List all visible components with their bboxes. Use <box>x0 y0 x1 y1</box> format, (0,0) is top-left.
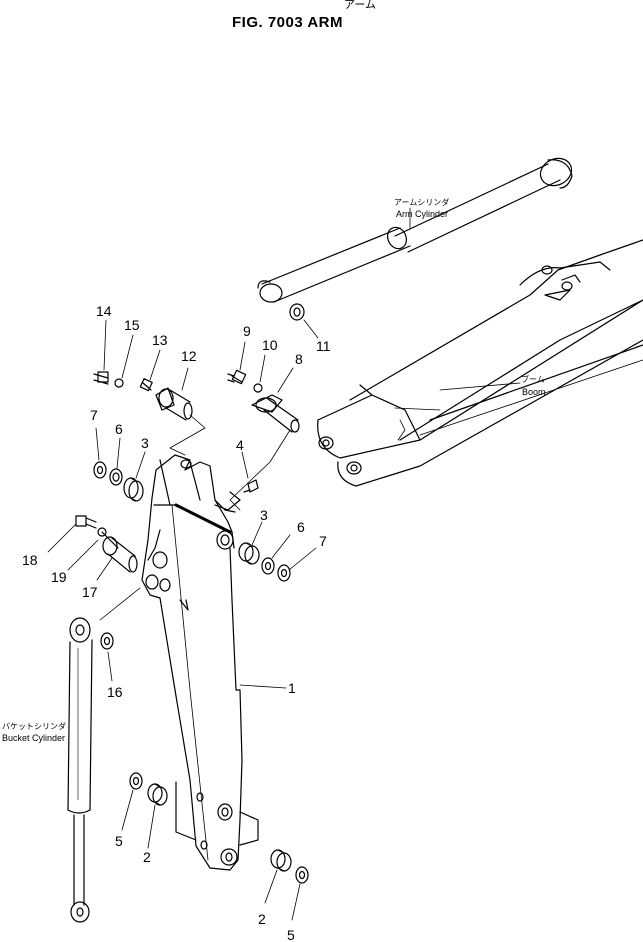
left-bushings <box>94 462 143 501</box>
arm-body <box>142 455 258 870</box>
callout-5: 5 <box>287 927 295 942</box>
callout-16: 16 <box>107 684 123 700</box>
callout-9: 9 <box>243 323 251 339</box>
callout-14: 14 <box>96 303 112 319</box>
callout-18: 18 <box>22 552 38 568</box>
grease-fitting-4 <box>244 480 258 492</box>
callout-11: 11 <box>316 338 331 354</box>
callout-13: 13 <box>152 332 168 348</box>
callout-19: 19 <box>51 569 67 585</box>
bottom-left-bushings <box>130 773 167 805</box>
bucket-cylinder-label-en: Bucket Cylinder <box>2 733 66 743</box>
callout-2: 2 <box>258 911 266 927</box>
washer-16 <box>101 633 113 649</box>
figure-title-jp: アーム <box>344 0 377 11</box>
callout-7: 7 <box>90 407 98 423</box>
callout-5: 5 <box>115 833 123 849</box>
callout-1: 1 <box>288 680 296 696</box>
callout-7: 7 <box>319 533 327 549</box>
right-bushings <box>239 543 290 581</box>
arm-cylinder-label-jp: アームシリンダ <box>394 198 450 207</box>
figure-title: FIG. 7003 ARM <box>232 14 343 31</box>
callout-15: 15 <box>124 317 140 333</box>
callout-6: 6 <box>297 519 305 535</box>
callout-3: 3 <box>260 507 268 523</box>
callout-12: 12 <box>181 348 197 364</box>
pin-17-assembly <box>76 516 137 572</box>
pin-12-assembly <box>94 372 192 420</box>
boom <box>318 240 643 486</box>
callout-17: 17 <box>82 584 98 600</box>
bucket-cylinder-label-jp: バケットシリンダ <box>2 722 66 731</box>
bucket-cylinder <box>68 618 92 922</box>
bottom-right-bushings <box>271 850 308 883</box>
callout-10: 10 <box>262 337 278 353</box>
callout-2: 2 <box>143 849 151 865</box>
boom-label-jp: ブーム <box>521 375 545 384</box>
arm-cylinder <box>258 153 576 338</box>
callout-4: 4 <box>236 437 244 453</box>
arm-cylinder-label-en: Arm Cylinder <box>396 209 449 219</box>
callout-8: 8 <box>295 351 303 367</box>
leader-lines <box>48 208 520 920</box>
callout-6: 6 <box>115 421 123 437</box>
callout-3: 3 <box>141 435 149 451</box>
boom-label-en: Boom <box>522 387 546 397</box>
pin-8-assembly <box>228 370 299 432</box>
